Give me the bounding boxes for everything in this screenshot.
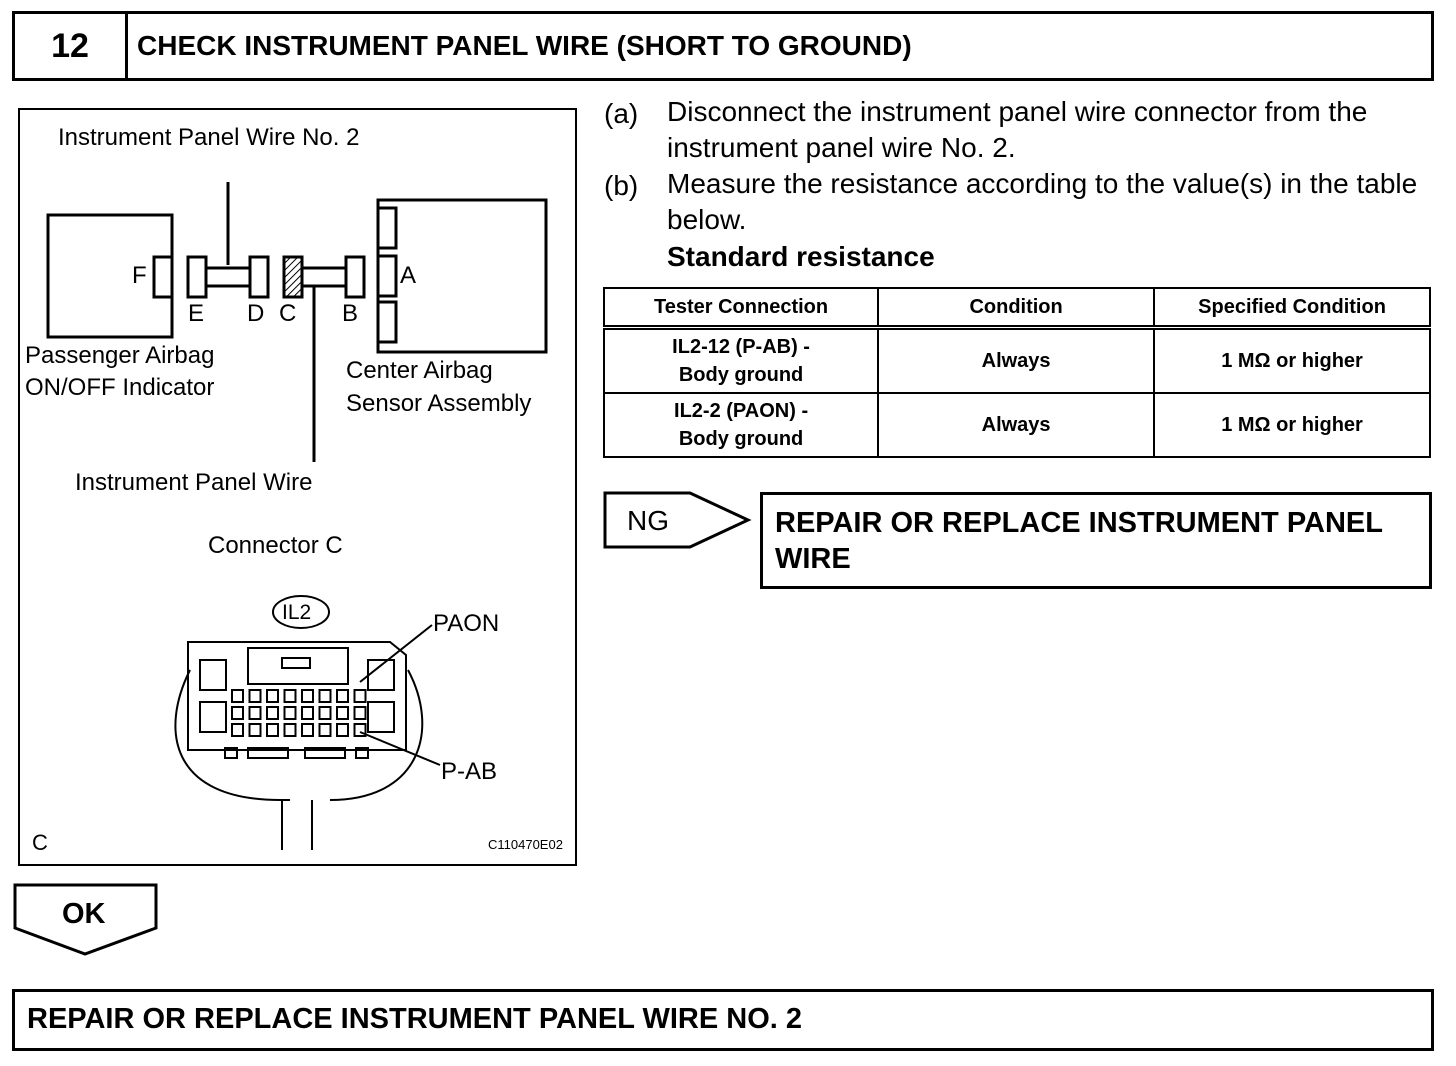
ng-result-text: REPAIR OR REPLACE INSTRUMENT PANEL WIRE bbox=[775, 507, 1383, 575]
ng-result-box: REPAIR OR REPLACE INSTRUMENT PANEL WIRE bbox=[760, 492, 1432, 589]
pin-cavity bbox=[318, 689, 332, 703]
step-title: CHECK INSTRUMENT PANEL WIRE (SHORT TO GR… bbox=[137, 30, 912, 61]
pin-cavity bbox=[283, 706, 297, 720]
ip-wire-no2-label: Instrument Panel Wire No. 2 bbox=[58, 124, 360, 151]
pin-cavity bbox=[283, 689, 297, 703]
wire-no2-body bbox=[204, 266, 252, 288]
connector-d-label: D bbox=[247, 300, 265, 327]
pin-cavity bbox=[248, 689, 262, 703]
connector-e-label: E bbox=[188, 300, 205, 327]
ng-label: NG bbox=[627, 505, 669, 536]
passenger-label-1: Passenger Airbag bbox=[25, 342, 215, 369]
condition-cell: Always bbox=[877, 326, 1156, 394]
pin-cavity bbox=[231, 723, 244, 737]
tester-connection-line: IL2-2 (PAON) - bbox=[674, 400, 809, 422]
step-header: 12 CHECK INSTRUMENT PANEL WIRE (SHORT TO… bbox=[12, 11, 1434, 81]
pin-cavity bbox=[336, 723, 349, 737]
connector-a-label: A bbox=[400, 262, 417, 289]
pin-cavity bbox=[248, 723, 262, 737]
ng-arrow-icon bbox=[603, 491, 752, 549]
condition-cell: Always bbox=[877, 392, 1156, 458]
corner-label: C bbox=[32, 830, 48, 855]
tester-connection-cell: IL2-12 (P-AB) - Body ground bbox=[602, 326, 880, 394]
tester-connection-line: Body ground bbox=[678, 428, 804, 450]
final-result-text: REPAIR OR REPLACE INSTRUMENT PANEL WIRE … bbox=[27, 1003, 802, 1035]
step-b-text: Measure the resistance according to the … bbox=[667, 168, 1418, 235]
step-b-letter: (b) bbox=[604, 170, 639, 201]
pin-cavity bbox=[353, 689, 367, 703]
step-number: 12 bbox=[15, 14, 128, 78]
connector-title: Connector C bbox=[208, 532, 343, 559]
step-a-letter: (a) bbox=[604, 98, 639, 129]
ip-wire-body bbox=[300, 266, 348, 288]
final-result-box: REPAIR OR REPLACE INSTRUMENT PANEL WIRE … bbox=[12, 989, 1434, 1051]
connector-a bbox=[376, 254, 398, 298]
pin-cavity bbox=[336, 689, 349, 703]
connector-c-label: C bbox=[279, 300, 297, 327]
tester-connection-cell: IL2-2 (PAON) - Body ground bbox=[602, 392, 880, 458]
connector-d bbox=[248, 255, 270, 299]
pin-cavity bbox=[318, 706, 332, 720]
figure-code: C110470E02 bbox=[488, 837, 563, 852]
il2-label: IL2 bbox=[282, 601, 312, 624]
table-header-cell: Tester Connection bbox=[602, 287, 880, 329]
pin-cavity bbox=[353, 723, 367, 737]
pin-cavity bbox=[336, 706, 349, 720]
pin-cavity bbox=[266, 723, 279, 737]
paon-label: PAON bbox=[433, 610, 500, 637]
wiring-diagram bbox=[46, 182, 548, 850]
pin-cavity bbox=[266, 689, 279, 703]
table-row: IL2-2 (PAON) - Body ground Always 1 MΩ o… bbox=[602, 392, 1431, 458]
table-header-row: Tester Connection Condition Specified Co… bbox=[602, 287, 1431, 329]
pin-cavity bbox=[353, 706, 367, 720]
specified-condition-cell: 1 MΩ or higher bbox=[1153, 326, 1431, 394]
wiring-figure: Instrument Panel Wire No. 2 F E D C B A … bbox=[18, 108, 577, 866]
ok-arrow-icon bbox=[13, 883, 158, 956]
pin-cavity bbox=[301, 723, 314, 737]
center-sensor-label-2: Sensor Assembly bbox=[346, 390, 532, 417]
table-header-cell: Specified Condition bbox=[1153, 287, 1431, 329]
connector-b bbox=[344, 255, 366, 299]
standard-resistance-label: Standard resistance bbox=[667, 241, 935, 272]
pin-cavity bbox=[301, 706, 314, 720]
pin-cavity bbox=[318, 723, 332, 737]
resistance-table: Tester Connection Condition Specified Co… bbox=[602, 287, 1431, 458]
connector-c bbox=[282, 255, 304, 299]
pin-cavity bbox=[231, 706, 244, 720]
ip-wire-label: Instrument Panel Wire bbox=[75, 469, 313, 496]
tester-connection-line: Body ground bbox=[678, 364, 804, 386]
tester-connection-line: IL2-12 (P-AB) - bbox=[672, 336, 810, 358]
pin-cavity bbox=[301, 689, 314, 703]
table-row: IL2-12 (P-AB) - Body ground Always 1 MΩ … bbox=[602, 326, 1431, 394]
il2-circle bbox=[272, 595, 330, 629]
connector-c-face bbox=[174, 624, 441, 850]
pin-cavity bbox=[248, 706, 262, 720]
pab-label: P-AB bbox=[441, 758, 498, 785]
connector-f bbox=[152, 255, 174, 299]
center-sensor-label-1: Center Airbag bbox=[346, 357, 493, 384]
specified-condition-cell: 1 MΩ or higher bbox=[1153, 392, 1431, 458]
table-header-cell: Condition bbox=[877, 287, 1156, 329]
pin-cavity bbox=[231, 689, 244, 703]
step-a-text: Disconnect the instrument panel wire con… bbox=[667, 96, 1368, 163]
connector-b-label: B bbox=[342, 300, 359, 327]
connector-e bbox=[186, 255, 208, 299]
connector-f-label: F bbox=[132, 262, 147, 289]
pin-cavity bbox=[283, 723, 297, 737]
ok-label: OK bbox=[62, 898, 106, 930]
passenger-label-2: ON/OFF Indicator bbox=[25, 374, 215, 401]
pin-cavity bbox=[266, 706, 279, 720]
